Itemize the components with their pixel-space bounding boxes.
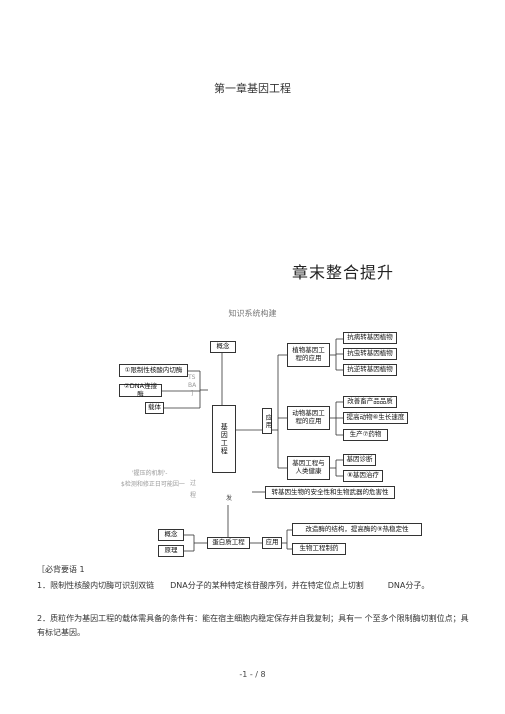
paragraph-2: 2．质粒作为基因工程的载体需具备的条件有：能在宿主细胞内稳定保存并自我复制；具有… [37, 614, 469, 637]
faint-label-bracket: ] [191, 390, 194, 397]
dna-ligase-box: ②DNA连接酶 [119, 382, 162, 397]
knowledge-heading: 知识系统构建 [228, 309, 277, 318]
faint-bottom-1: '握压的机制'- [132, 470, 168, 477]
animal-item-3: 生产⑦药物 [343, 429, 388, 441]
application-box: 应用 [262, 408, 272, 434]
must-remember-heading: ［必背要语 1 [37, 565, 85, 574]
protein-principle-box: 原理 [158, 545, 184, 557]
paragraph-1: 1．限制性核酸内切酶可识别双链 DNA分子的某种特定核苷酸序列，并在特定位点上切… [37, 581, 430, 590]
chapter-title: 第一章基因工程 [214, 82, 291, 95]
faint-label-ba: BA [188, 382, 197, 389]
plant-application-box: 植物基因工程的应用 [287, 343, 330, 367]
side-character: 发 [226, 495, 233, 502]
faint-label-ts: TS [188, 374, 196, 381]
protein-engineering-box: 蛋白质工程 [207, 537, 250, 549]
animal-application-box: 动物基因工程的应用 [287, 406, 330, 430]
plant-item-2: 抗虫转基因植物 [343, 348, 397, 360]
health-item-1: 基因诊断 [343, 454, 376, 466]
health-item-2: ⑧基因治疗 [343, 470, 383, 482]
faint-bottom-2: $检测和修正日可能因一 [121, 481, 185, 488]
section-title: 章末整合提升 [292, 263, 395, 282]
protein-item-2: 生物工程制药 [292, 543, 346, 555]
protein-concept-box: 概念 [158, 529, 184, 541]
biosafety-box: 转基因生物的安全性和生物武器的危害性 [265, 486, 395, 499]
page-number: -1 - / 8 [239, 670, 266, 679]
human-health-box: 基因工程与人类健康 [287, 456, 330, 480]
restriction-enzyme-box: ①限制性核酸内切酶 [119, 364, 188, 377]
protein-item-1: 改造酶的结构，提高酶的⑨热稳定性 [292, 523, 422, 536]
faint-process-1: 过 [190, 480, 197, 487]
genetic-engineering-center: 基因工程 [212, 405, 236, 473]
animal-item-2: 提高动物⑥生长速度 [343, 412, 408, 424]
concept-box: 概念 [210, 341, 236, 353]
plant-item-1: 抗病转基因植物 [343, 332, 397, 344]
animal-item-1: 改善畜产品品质 [343, 396, 397, 408]
vector-box: 载体 [145, 402, 164, 414]
protein-application-box: 应用 [262, 537, 282, 549]
plant-item-3: 抗逆转基因植物 [343, 364, 397, 376]
faint-process-2: 程 [190, 492, 197, 499]
